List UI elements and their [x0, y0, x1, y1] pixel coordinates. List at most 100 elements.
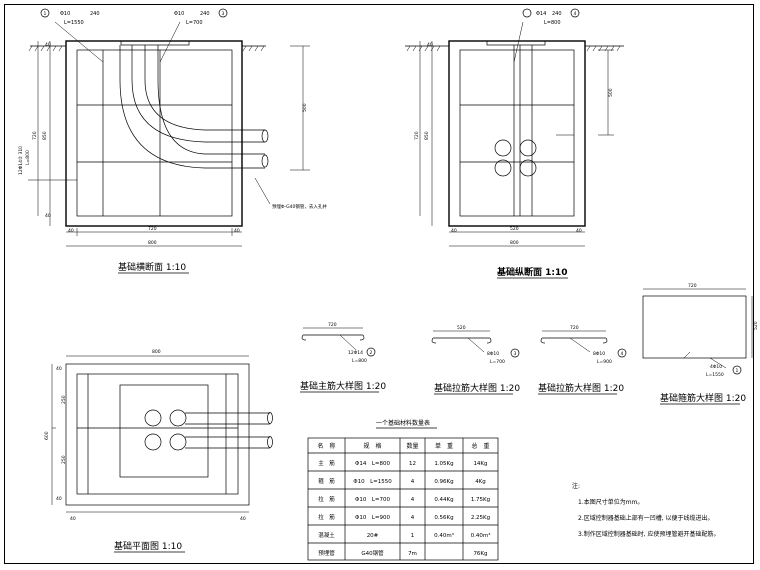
xs-bar-b-hook: 240 [200, 11, 210, 17]
table-cell: Φ14 L=800 [355, 461, 390, 467]
plan-dim-250a: 250 [61, 395, 67, 404]
detail-tie2-title: 基础拉筋大样图 1:20 [538, 382, 624, 394]
ls-dim-720: 720 [414, 131, 420, 140]
table-cell: Φ10 L=700 [355, 497, 390, 503]
detail-tie-bar [431, 330, 520, 358]
detail-stirrup-title: 基础箍筋大样图 1:20 [660, 392, 746, 404]
xs-bar-a-len: L=1550 [64, 20, 84, 26]
ls-dim-left40: 40 [451, 228, 457, 234]
detail-main-title: 基础主筋大样图 1:20 [300, 380, 386, 392]
table-cell: 预埋管 [318, 549, 335, 557]
xs-bar-a-hook: 240 [90, 11, 100, 17]
table-cell: 混凝土 [318, 531, 335, 539]
table-cell: 4 [411, 497, 415, 503]
xs-dim-w800: 800 [148, 240, 157, 246]
ls-bar-hook: 240 [552, 11, 562, 17]
table-cell: 1 [411, 533, 415, 539]
detail-tie2-len: L=900 [597, 359, 612, 365]
ls-bar-num: 4 [574, 11, 577, 17]
detail-stirrup-num: 1 [736, 368, 739, 374]
table-cell: 2.25Kg [471, 515, 490, 521]
detail-tie2-spec: 8Φ10 [593, 351, 605, 357]
table-header-cell: 规 格 [363, 442, 381, 450]
ls-dim-top: 40 [427, 42, 433, 48]
ls-dim-500: 500 [608, 88, 614, 97]
table-header-cell: 数量 [406, 442, 418, 450]
detail-stirrup [642, 288, 753, 375]
note-3: 3.制作区域控制器基础时, 应使预埋管避开基础配筋。 [578, 530, 720, 538]
plan-dim-l40: 40 [70, 516, 76, 522]
table-cell: 拉 筋 [318, 495, 335, 503]
detail-main-width: 720 [328, 322, 337, 328]
detail-stirrup-spec: 4Φ10 [710, 364, 722, 370]
detail-tie2-width: 720 [570, 325, 579, 331]
table-cell: 主 筋 [318, 459, 335, 467]
xs-dim-720: 720 [32, 131, 38, 140]
table-cell: G40钢管 [361, 549, 384, 557]
drawing-frame [4, 4, 754, 564]
table-cell: 4Kg [475, 479, 486, 485]
ls-dim-w520: 520 [510, 226, 519, 232]
material-table-grid [307, 437, 499, 561]
table-cell: 0.96Kg [434, 479, 453, 485]
xs-dim-500: 500 [302, 103, 308, 112]
xs-dim-bottom: 40 [45, 213, 51, 219]
detail-stirrup-len: L=1550 [706, 372, 724, 378]
table-cell: 1.75Kg [471, 497, 490, 503]
detail-stirrup-width: 720 [688, 283, 697, 289]
long-section-view [405, 21, 624, 247]
xs-title: 基础横断面 1:10 [118, 261, 186, 273]
cross-section-view [28, 21, 310, 247]
note-1: 1.本图尺寸单位为mm。 [578, 498, 643, 506]
xs-side-bar-len: L=800 [25, 150, 31, 165]
xs-bar-a-num: 1 [44, 11, 47, 17]
ls-dim-850: 850 [424, 131, 430, 140]
table-cell: 12 [409, 461, 416, 467]
plan-dim-b40: 40 [56, 496, 62, 502]
table-cell: 0.44Kg [434, 497, 453, 503]
table-header-cell: 总 重 [471, 442, 489, 450]
xs-dim-left40: 40 [68, 228, 74, 234]
xs-dim-w720: 720 [148, 226, 157, 232]
detail-main-len: L=800 [352, 358, 367, 364]
xs-dim-top: 40 [45, 42, 51, 48]
ls-bar-spec: Φ14 [536, 11, 546, 17]
table-cell: Φ10 L=1550 [353, 479, 392, 485]
detail-tie-spec: 8Φ10 [487, 351, 499, 357]
table-cell: 1.05Kg [434, 461, 453, 467]
xs-bar-b-spec: Φ10 [174, 11, 184, 17]
ls-bar-len: L=800 [544, 20, 561, 26]
table-cell: 4 [411, 515, 415, 521]
table-cell: 0.40m³ [434, 532, 454, 539]
plan-dim-h600: 600 [44, 431, 50, 440]
detail-tie-len: L=700 [490, 359, 505, 365]
detail-stirrup-height: 520 [753, 321, 759, 330]
table-cell: 14Kg [473, 461, 487, 467]
detail-main-bar [301, 327, 376, 357]
xs-pipe-note: 预埋Φ-G40钢管，去入孔井 [272, 203, 327, 210]
ls-dim-w800: 800 [510, 240, 519, 246]
xs-dim-right40: 40 [234, 228, 240, 234]
plan-dim-t40: 40 [56, 366, 62, 372]
ls-dim-right40: 40 [576, 228, 582, 234]
table-cell: 20# [367, 533, 379, 539]
detail-tie2-bar [540, 330, 627, 358]
xs-bar-b-len: L=700 [186, 20, 203, 26]
detail-tie-title: 基础拉筋大样图 1:20 [434, 382, 520, 394]
plan-title: 基础平面图 1:10 [114, 540, 182, 552]
xs-bar-a-spec: Φ10 [60, 11, 70, 17]
table-cell: 0.56Kg [434, 515, 453, 521]
table-cell: 76Kg [473, 551, 487, 557]
table-cell: 拉 筋 [318, 513, 335, 521]
xs-side-bar-spec: 12Φ14② 310 [18, 146, 24, 175]
plan-dim-r40: 40 [240, 516, 246, 522]
xs-dim-850: 850 [42, 131, 48, 140]
table-header-cell: 名 称 [317, 442, 335, 450]
xs-bar-b-num: 3 [222, 11, 225, 17]
table-cell: 0.40m³ [471, 532, 491, 539]
table-cell: 箍 筋 [318, 477, 335, 485]
note-2: 2.区域控制器基础上部有一凹槽, 以便于线缆进出。 [578, 514, 714, 522]
